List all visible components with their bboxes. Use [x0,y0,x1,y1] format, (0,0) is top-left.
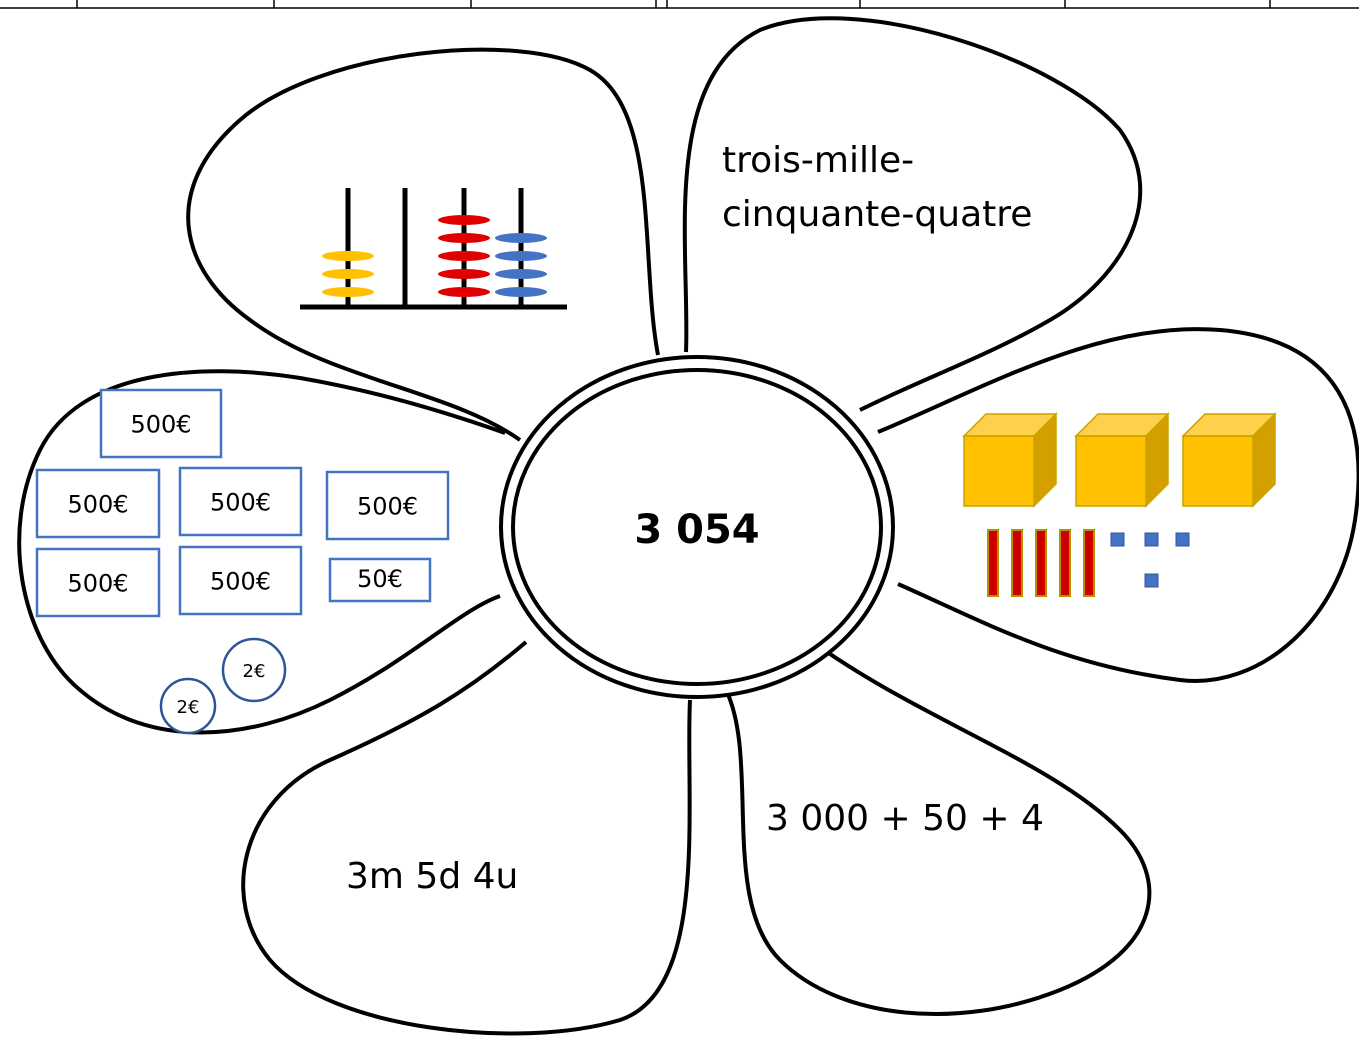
abacus-bead-units [495,269,547,279]
petal-units [241,640,692,1036]
abacus-bead-tens [438,215,490,225]
abacus-bead-tens [438,287,490,297]
ten-rod [1035,529,1047,597]
money-representation: 500€ 500€ 500€ 500€ 500€ 500€ 50€ 2€ 2€ [35,388,450,735]
svg-text:2€: 2€ [243,661,266,682]
banknote-500: 500€ [178,545,303,616]
base-ten-blocks [962,412,1277,597]
center-number: 3 054 [634,507,759,553]
thousand-cube [1074,412,1170,508]
svg-text:2€: 2€ [177,697,200,718]
flower-center: 3 054 [499,355,895,699]
svg-text:500€: 500€ [210,568,271,596]
svg-text:500€: 500€ [210,489,271,517]
svg-text:500€: 500€ [130,411,191,439]
ten-rod [1083,529,1095,597]
abacus-bead-tens [438,251,490,261]
place-value-decomposition: 3m 5d 4u [346,856,518,897]
abacus-bead-units [495,233,547,243]
abacus-bead-thousands [322,269,374,279]
unit-cube [1175,532,1190,547]
thousand-cube [962,412,1058,508]
abacus-icon [300,188,567,310]
banknote-500: 500€ [35,468,161,539]
abacus-bead-tens [438,269,490,279]
petal-abacus [186,47,660,442]
abacus-bead-thousands [322,287,374,297]
petal-sum [724,638,1152,1016]
banknote-500: 500€ [325,470,450,541]
top-table-border [0,0,1359,9]
abacus-bead-units [495,251,547,261]
abacus-bead-units [495,287,547,297]
svg-text:500€: 500€ [357,493,418,521]
abacus-bead-tens [438,233,490,243]
banknote-50: 50€ [328,557,432,603]
ten-rod [1011,529,1023,597]
expanded-sum: 3 000 + 50 + 4 [766,798,1044,839]
petal-words [682,16,1143,412]
coin-2-euro: 2€ [221,637,287,703]
banknote-500: 500€ [35,547,161,618]
svg-text:50€: 50€ [357,565,403,593]
unit-cube [1144,573,1159,588]
svg-text:500€: 500€ [67,570,128,598]
abacus-bead-thousands [322,251,374,261]
banknote-500: 500€ [99,388,223,459]
unit-cube [1110,532,1125,547]
banknote-500: 500€ [178,466,303,537]
thousand-cube [1181,412,1277,508]
unit-cube [1144,532,1159,547]
coin-2-euro: 2€ [159,677,217,735]
number-words-line1: trois-mille- [722,140,914,181]
svg-text:500€: 500€ [67,491,128,519]
ten-rod [987,529,999,597]
number-words-line2: cinquante-quatre [722,194,1032,235]
ten-rod [1059,529,1071,597]
